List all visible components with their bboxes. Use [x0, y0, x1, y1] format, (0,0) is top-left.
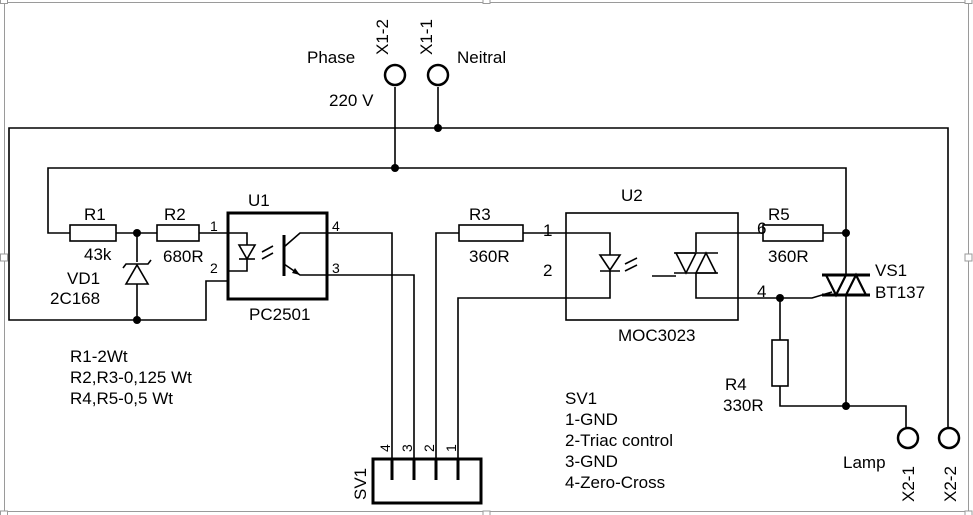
note-line: 4-Zero-Cross — [565, 473, 665, 492]
component-value: 680R — [163, 247, 204, 266]
resistor-r2[interactable]: R2 680R — [156, 205, 204, 266]
pin-label: 4 — [757, 282, 766, 301]
pin-label: 6 — [757, 219, 766, 238]
component-ref: VD1 — [67, 269, 100, 288]
resistor-r1[interactable]: R1 43k — [69, 205, 117, 264]
component-part: BT137 — [875, 283, 925, 302]
note-line: R4,R5-0,5 Wt — [70, 389, 173, 408]
component-ref: U2 — [621, 186, 643, 205]
neitral-label: Neitral — [457, 48, 506, 67]
wiring — [8, 87, 949, 472]
component-value: 360R — [469, 247, 510, 266]
resistor-r3[interactable]: R3 360R — [458, 205, 524, 266]
component-value: 360R — [768, 247, 809, 266]
terminal-label: X2-2 — [941, 466, 960, 502]
terminal-label: X2-1 — [899, 466, 918, 502]
component-ref: R2 — [164, 205, 186, 224]
component-part: PC2501 — [249, 305, 310, 324]
terminal-x2-2[interactable]: X2-2 — [937, 426, 961, 502]
resize-handle-top-left[interactable] — [0, 0, 8, 4]
pin-label: 2 — [210, 260, 218, 276]
pin-label: 2 — [543, 261, 552, 280]
resize-handle-left[interactable] — [0, 253, 8, 262]
component-ref: R1 — [84, 205, 106, 224]
component-value: 43k — [84, 245, 112, 264]
resistor-r4[interactable]: R4 330R — [723, 339, 789, 415]
resistor-r5[interactable]: R5 360R — [762, 205, 824, 266]
pin-label: 4 — [332, 218, 340, 234]
note-line: R2,R3-0,125 Wt — [70, 368, 192, 387]
pin-label: 2 — [421, 444, 437, 452]
terminal-label: X1-1 — [417, 19, 436, 55]
triac-vs1[interactable]: VS1 BT137 — [822, 261, 925, 302]
note-line: 3-GND — [565, 452, 618, 471]
resize-handle-top-right[interactable] — [964, 0, 973, 4]
resize-handle-top[interactable] — [482, 0, 491, 4]
optotriac-u2[interactable]: U2 MOC3023 1 2 6 4 — [543, 186, 766, 345]
optocoupler-u1[interactable]: U1 PC2501 1 2 4 3 — [210, 191, 340, 324]
pin-label: 3 — [399, 444, 415, 452]
zener-diode-vd1[interactable]: VD1 2C168 — [50, 259, 152, 308]
note-line: 2-Triac control — [565, 431, 673, 450]
resize-handle-bottom-right[interactable] — [964, 510, 973, 515]
component-ref: R5 — [768, 205, 790, 224]
resize-handle-right[interactable] — [964, 253, 973, 262]
component-ref: SV1 — [351, 468, 370, 500]
resize-handle-bottom[interactable] — [482, 510, 491, 515]
note-line: 1-GND — [565, 410, 618, 429]
component-ref: R4 — [725, 375, 747, 394]
component-ref: R3 — [469, 205, 491, 224]
pin-label: 1 — [543, 221, 552, 240]
terminal-label: X1-2 — [373, 19, 392, 55]
pin-label: 4 — [377, 444, 393, 452]
component-ref: VS1 — [875, 261, 907, 280]
power-rating-notes: R1-2Wt R2,R3-0,125 Wt R4,R5-0,5 Wt — [70, 347, 192, 408]
pin-label: 3 — [332, 260, 340, 276]
junctions — [133, 124, 850, 410]
component-value: 330R — [723, 396, 764, 415]
connector-pinout-notes: SV1 1-GND 2-Triac control 3-GND 4-Zero-C… — [565, 389, 673, 492]
pin-label: 1 — [210, 218, 218, 234]
note-line: R1-2Wt — [70, 347, 128, 366]
connector-sv1[interactable]: SV1 4 3 2 1 — [351, 444, 483, 505]
terminal-x2-1[interactable]: X2-1 — [896, 426, 920, 502]
component-value: 2C168 — [50, 289, 100, 308]
lamp-label: Lamp — [843, 453, 886, 472]
component-part: MOC3023 — [618, 326, 695, 345]
resize-handle-bottom-left[interactable] — [0, 510, 8, 515]
phase-label: Phase — [307, 48, 355, 67]
pin-label: 1 — [443, 444, 459, 452]
note-line: SV1 — [565, 389, 597, 408]
component-ref: U1 — [248, 191, 270, 210]
terminal-x1-1[interactable]: X1-1 — [417, 19, 450, 87]
voltage-label: 220 V — [329, 91, 374, 110]
terminal-x1-2[interactable]: X1-2 — [373, 19, 407, 87]
